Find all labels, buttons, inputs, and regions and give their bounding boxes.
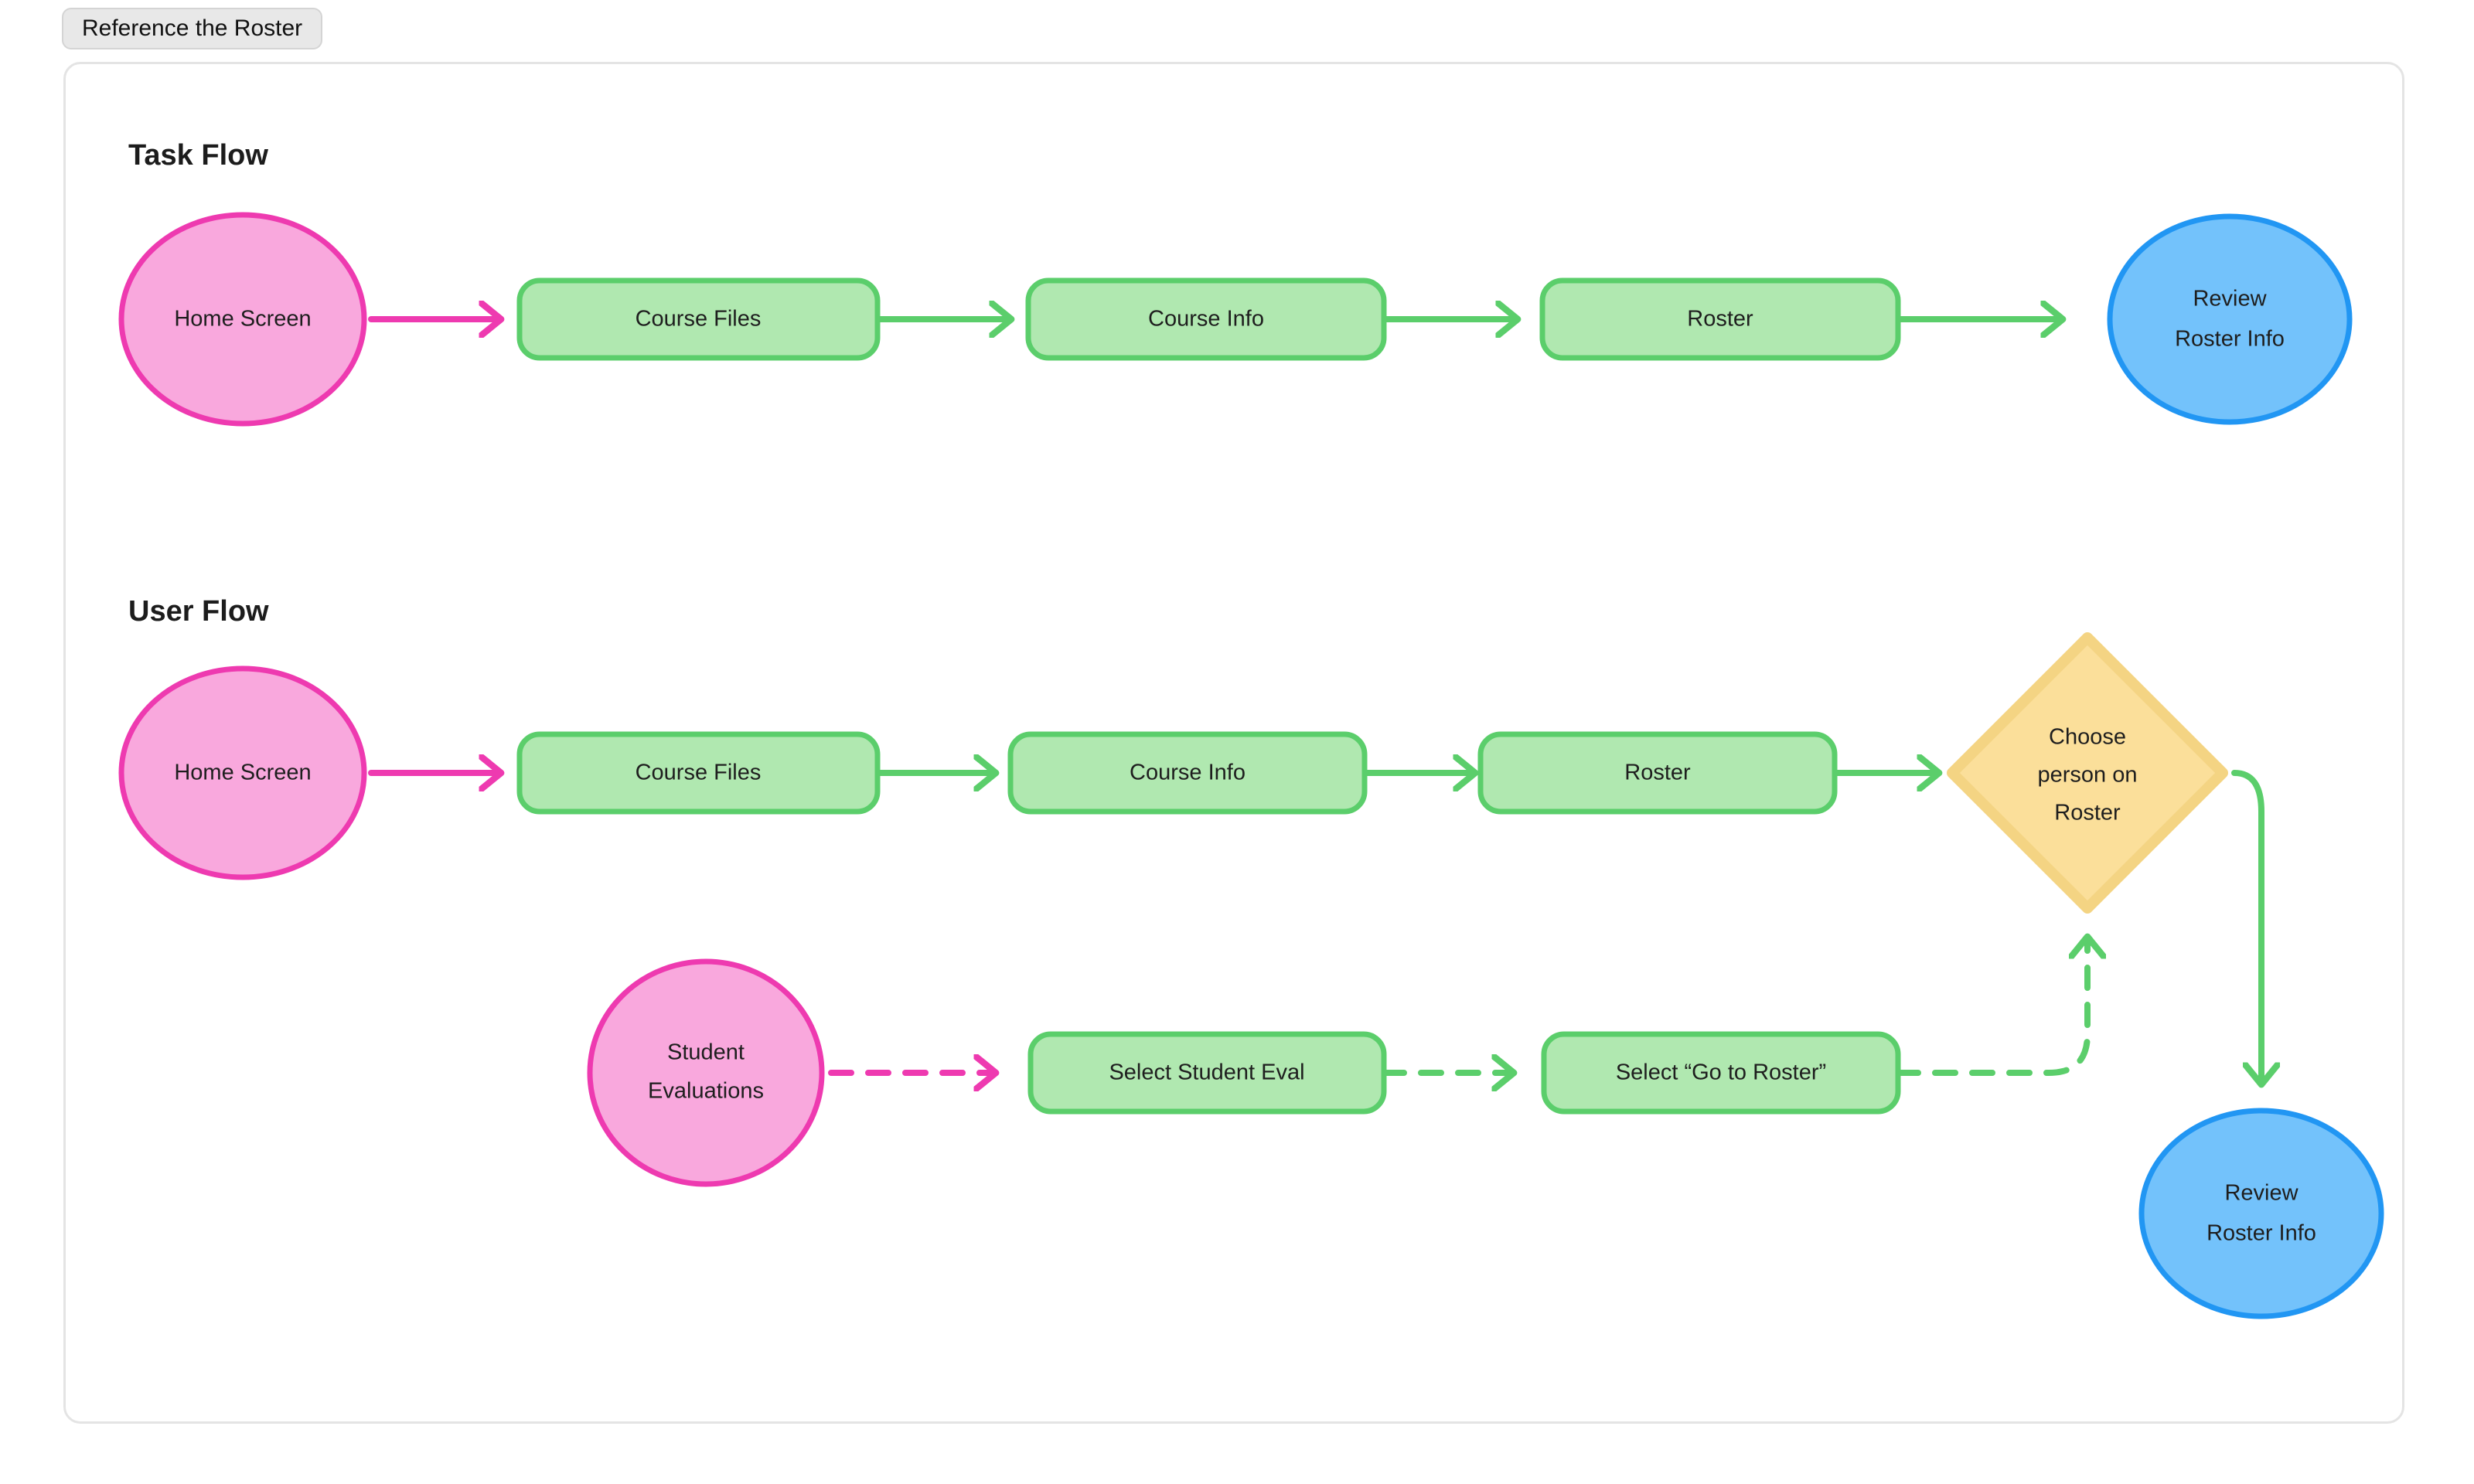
node-label-line2: Evaluations xyxy=(648,1079,764,1104)
node-label-line1: Review xyxy=(2224,1181,2299,1206)
tab-label: Reference the Roster xyxy=(82,15,303,41)
node-label-line2: Roster Info xyxy=(2175,327,2285,352)
node-course-files-task[interactable]: Course Files xyxy=(516,277,881,361)
node-course-info-user[interactable]: Course Info xyxy=(1007,731,1368,815)
node-label-line1: Review xyxy=(2193,287,2267,311)
node-home-screen-user[interactable]: Home Screen xyxy=(118,665,367,880)
node-student-evaluations[interactable]: Student Evaluations xyxy=(587,958,825,1187)
node-label: Course Files xyxy=(636,761,762,785)
edge-uf-go-to-roster-to-choose xyxy=(1895,939,2087,1076)
node-roster-user[interactable]: Roster xyxy=(1477,731,1838,815)
node-roster-task[interactable]: Roster xyxy=(1539,277,1901,361)
edge-uf-choose-to-review xyxy=(2231,770,2261,1082)
node-label: Home Screen xyxy=(174,761,311,785)
node-label: Course Info xyxy=(1130,761,1246,785)
node-label-line2: person on xyxy=(2038,763,2138,788)
task-flow-group: Home Screen Course Files Course Info Ros… xyxy=(118,212,2353,427)
node-select-go-to-roster[interactable]: Select “Go to Roster” xyxy=(1541,1031,1901,1115)
node-label: Select “Go to Roster” xyxy=(1616,1060,1826,1085)
section-title-task-flow: Task Flow xyxy=(128,139,268,172)
user-flow-group: Home Screen Course Files Course Info Ros… xyxy=(118,632,2384,1319)
node-course-files-user[interactable]: Course Files xyxy=(516,731,881,815)
node-label-line1: Student xyxy=(667,1040,745,1065)
node-select-student-eval[interactable]: Select Student Eval xyxy=(1027,1031,1387,1115)
node-review-roster-info-task[interactable]: Review Roster Info xyxy=(2107,213,2353,425)
node-label-line2: Roster Info xyxy=(2206,1221,2316,1246)
node-home-screen-task[interactable]: Home Screen xyxy=(118,212,367,427)
node-label-line1: Choose xyxy=(2049,725,2126,750)
node-label: Roster xyxy=(1624,761,1691,785)
node-review-roster-info-user[interactable]: Review Roster Info xyxy=(2138,1108,2384,1319)
tab-reference-the-roster[interactable]: Reference the Roster xyxy=(62,8,323,49)
node-label: Course Files xyxy=(636,307,762,332)
node-label: Select Student Eval xyxy=(1109,1060,1304,1085)
node-choose-person-on-roster[interactable]: Choose person on Roster xyxy=(1947,632,2228,914)
node-course-info-task[interactable]: Course Info xyxy=(1025,277,1387,361)
node-label: Course Info xyxy=(1148,307,1264,332)
node-label: Home Screen xyxy=(174,307,311,332)
section-title-user-flow: User Flow xyxy=(128,595,269,628)
node-label: Roster xyxy=(1687,307,1753,332)
node-label-line3: Roster xyxy=(2054,801,2121,825)
